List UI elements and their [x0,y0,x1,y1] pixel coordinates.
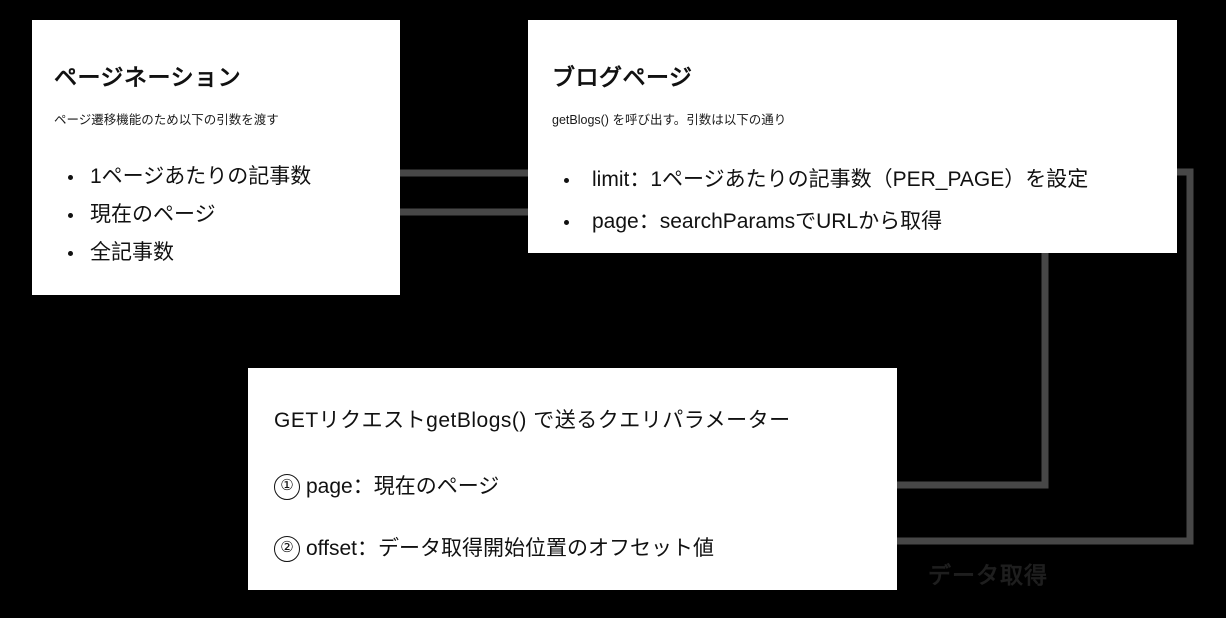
query-title: GETリクエストgetBlogs() で送るクエリパラメーター [274,409,791,432]
list-item: ① page：現在のページ [274,456,714,518]
pagination-subtitle: ページ遷移機能のため以下の引数を渡す [54,113,279,127]
blog-title: ブログページ [552,64,693,90]
list-item: ② offset：データ取得開始位置のオフセット値 [274,518,714,580]
bullet-label: 全記事数 [90,241,174,264]
list-item: page：searchParamsでURLから取得 [564,201,1088,243]
list-item: 1ページあたりの記事数 [68,158,311,196]
bullet-dot-icon [564,178,569,183]
blog-bullet-list: limit：1ページあたりの記事数（PER_PAGE）を設定 page：sear… [564,159,1088,243]
card-blog-page: ブログページ getBlogs() を呼び出す。引数は以下の通り limit：1… [528,20,1177,253]
bullet-dot-icon [564,220,569,225]
list-item: limit：1ページあたりの記事数（PER_PAGE）を設定 [564,159,1088,201]
circled-number-icon: ① [274,474,300,501]
bullet-label: 現在のページ [90,203,216,226]
pagination-title: ページネーション [54,64,242,90]
query-item-label: offset：データ取得開始位置のオフセット値 [306,537,714,560]
blog-subtitle: getBlogs() を呼び出す。引数は以下の通り [552,113,787,127]
query-item-label: page：現在のページ [306,475,500,498]
faint-background-label: データ取得 [928,562,1048,588]
bullet-label: page：searchParamsでURLから取得 [592,210,943,233]
bullet-dot-icon [68,213,73,218]
bullet-dot-icon [68,175,73,180]
query-item-list: ① page：現在のページ ② offset：データ取得開始位置のオフセット値 [274,456,714,580]
list-item: 全記事数 [68,234,311,272]
pagination-bullet-list: 1ページあたりの記事数 現在のページ 全記事数 [68,158,311,272]
card-pagination: ページネーション ページ遷移機能のため以下の引数を渡す 1ページあたりの記事数 … [32,20,400,295]
circled-number-icon: ② [274,536,300,563]
bullet-label: limit：1ページあたりの記事数（PER_PAGE）を設定 [592,168,1089,191]
card-query-parameters: GETリクエストgetBlogs() で送るクエリパラメーター ① page：現在… [248,368,897,590]
list-item: 現在のページ [68,196,311,234]
bullet-dot-icon [68,251,73,256]
bullet-label: 1ページあたりの記事数 [90,165,312,188]
